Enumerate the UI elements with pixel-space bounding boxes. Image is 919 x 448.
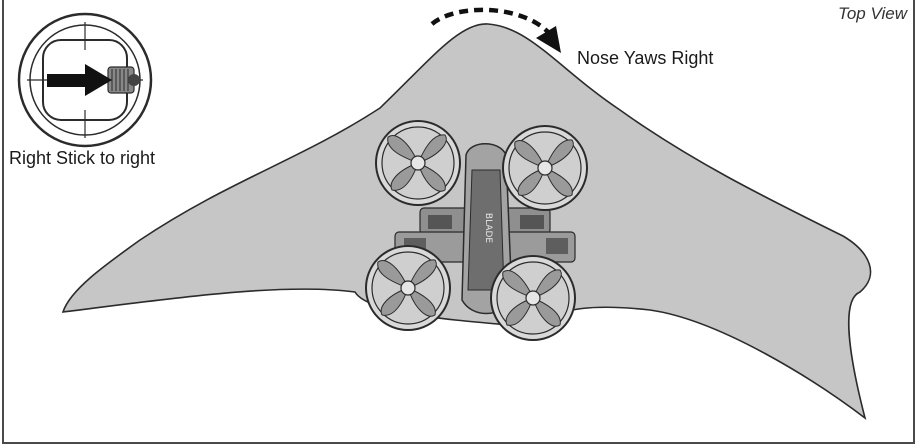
drone-esc-left: [428, 215, 452, 229]
stick-direction-arrow: [47, 64, 112, 96]
prop-rear-left: [365, 245, 451, 331]
stick-knob: [107, 66, 140, 94]
prop-front-right: [502, 125, 588, 211]
stick-label: Right Stick to right: [9, 148, 156, 168]
drone-esc-right: [520, 215, 544, 229]
prop-rear-right: [490, 255, 576, 341]
drone-mount-right: [546, 238, 568, 254]
yaw-label: Nose Yaws Right: [577, 48, 714, 68]
yaw-arrow-icon: [430, 7, 561, 53]
prop-front-left: [375, 120, 461, 206]
drone-brand-text: BLADE: [483, 213, 493, 243]
view-label: Top View: [838, 4, 907, 23]
transmitter-stick-icon: [17, 12, 153, 148]
